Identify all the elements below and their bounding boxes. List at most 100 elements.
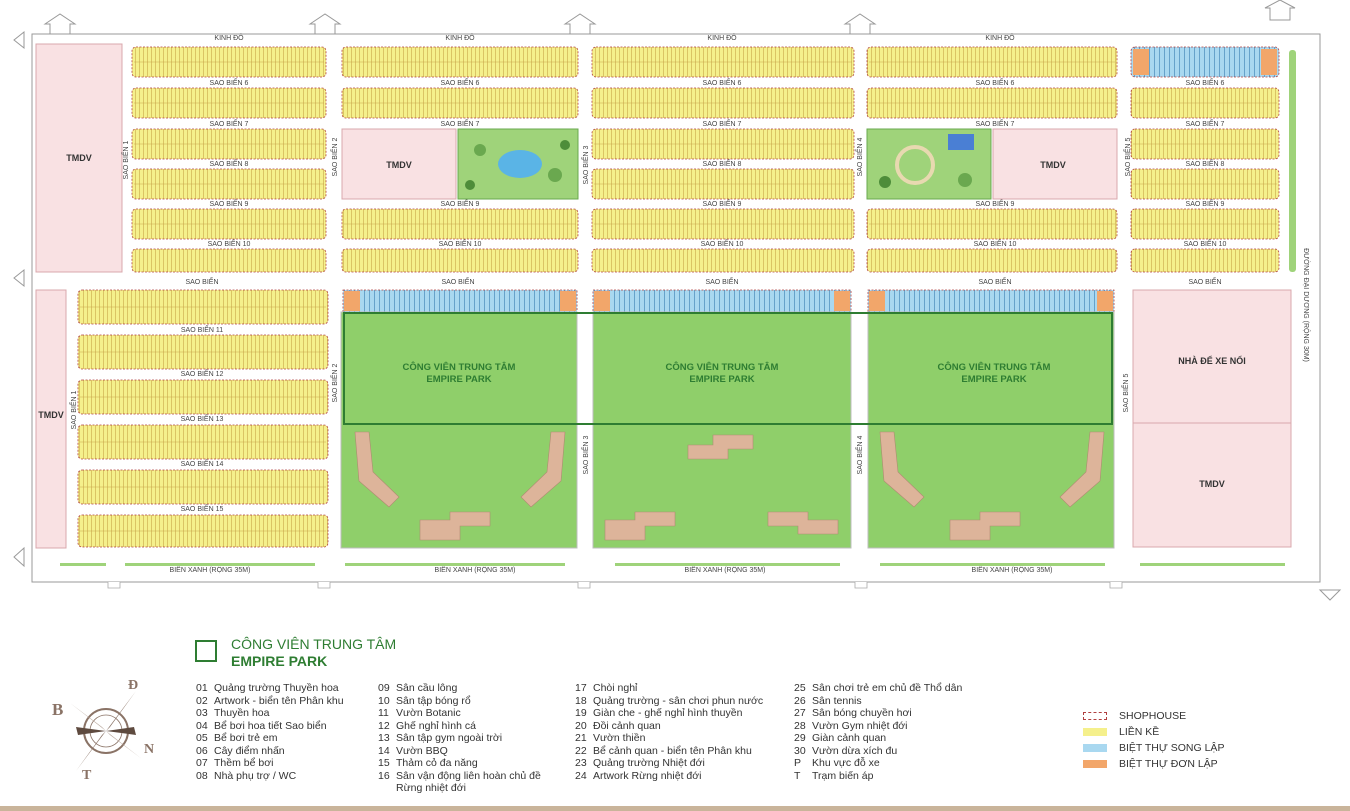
amenity-item: 01 Quảng trường Thuyền hoa xyxy=(196,682,339,694)
compass-west: B xyxy=(52,700,63,719)
road-sao-bien: SAO BIỂN xyxy=(441,277,474,286)
road-sao-bien-7: SAO BIỂN 7 xyxy=(210,119,249,128)
amenity-number: 24 xyxy=(575,769,587,782)
amenity-label: Ghế nghỉ hình cá xyxy=(396,719,476,732)
road-sao-bien-9: SAO BIỂN 9 xyxy=(441,199,480,208)
amenity-number: 30 xyxy=(794,744,806,757)
amenity-label: Sân tennis xyxy=(812,694,862,707)
road-sao-bien-6: SAO BIỂN 6 xyxy=(976,78,1015,87)
road-sao-bien-10: SAO BIỂN 10 xyxy=(208,239,251,248)
park-subtitle: EMPIRE PARK xyxy=(961,374,1026,385)
tmdv-zone-left-bottom[interactable]: TMDV xyxy=(35,289,67,549)
amenity-label: Bể bơi trẻ em xyxy=(214,732,278,744)
road-sao-bien-5: SAO BIỂN 5 xyxy=(1123,137,1132,176)
road-sao-bien-6: SAO BIỂN 6 xyxy=(703,78,742,87)
amenity-item: 13 Sân tập gym ngoài trời xyxy=(378,732,502,744)
tmdv-zone-center-left[interactable]: TMDV xyxy=(341,128,457,200)
villa-strips xyxy=(342,289,1115,313)
category-label: LIỀN KỀ xyxy=(1119,726,1160,738)
amenity-item: 05 Bể bơi trẻ em xyxy=(196,732,278,744)
amenity-label: Artwork Rừng nhiệt đới xyxy=(593,769,702,782)
amenity-number: 23 xyxy=(575,757,587,769)
amenity-label: Sân bóng chuyền hơi xyxy=(812,707,912,719)
amenity-label: Quảng trường Thuyền hoa xyxy=(214,682,339,694)
amenity-item: 07 Thềm bể bơi xyxy=(196,757,273,769)
amenity-label: Sân chơi trẻ em chủ đề Thổ dân xyxy=(812,682,963,694)
road-sao-bien-8: SAO BIỂN 8 xyxy=(703,159,742,168)
garden-east[interactable] xyxy=(866,128,992,200)
garden-west[interactable] xyxy=(457,128,579,200)
road-sao-bien: SAO BIỂN xyxy=(1188,277,1221,286)
category-label: BIỆT THỰ ĐƠN LẬP xyxy=(1119,758,1218,770)
amenity-number: 01 xyxy=(196,682,208,694)
amenity-number: 05 xyxy=(196,732,208,744)
amenity-item: 25 Sân chơi trẻ em chủ đề Thổ dân xyxy=(794,682,962,694)
amenity-number: 08 xyxy=(196,769,208,782)
road-sao-bien-8: SAO BIỂN 8 xyxy=(210,159,249,168)
amenity-number: T xyxy=(794,769,801,782)
amenity-number: 07 xyxy=(196,757,208,769)
tmdv-zone-right[interactable]: TMDV xyxy=(1132,422,1292,548)
amenity-label: Nhà phụ trợ / WC xyxy=(214,769,297,782)
road-sao-bien-10: SAO BIỂN 10 xyxy=(439,239,482,248)
amenity-number: 21 xyxy=(575,732,587,744)
road-sao-bien-1: SAO BIỂN 1 xyxy=(69,390,78,429)
road-sao-bien-2: SAO BIỂN 2 xyxy=(330,363,339,402)
amenity-number: 22 xyxy=(575,744,587,757)
road-sao-bien-9: SAO BIỂN 9 xyxy=(703,199,742,208)
road-sao-bien: SAO BIỂN xyxy=(705,277,738,286)
road-sao-bien-9: SAO BIỂN 9 xyxy=(976,199,1015,208)
amenity-label: Trạm biến áp xyxy=(812,769,874,782)
amenity-number: 16 xyxy=(378,769,390,782)
amenity-label: Thảm cỏ đa năng xyxy=(396,757,478,769)
park-east[interactable]: CÔNG VIÊN TRUNG TÂM EMPIRE PARK xyxy=(867,311,1115,549)
road-kinh-do: KINH ĐÔ xyxy=(707,33,737,42)
amenity-number: 09 xyxy=(378,682,390,694)
road-dai-duong: ĐƯỜNG ĐẠI DƯƠNG (RỘNG 30M) xyxy=(1302,248,1311,362)
empire-park-legend-box xyxy=(195,640,217,662)
road-bien-xanh: BIỂN XANH (RỘNG 35M) xyxy=(685,565,766,574)
amenity-label: Thềm bể bơi xyxy=(214,757,274,769)
housing-blocks xyxy=(77,46,1280,548)
road-sao-bien-15: SAO BIỂN 15 xyxy=(181,504,224,513)
tmdv-zone-left-top[interactable]: TMDV xyxy=(35,43,123,273)
amenity-number: 12 xyxy=(378,719,390,732)
amenity-item: Rừng nhiệt đới xyxy=(378,782,466,794)
tmdv-label: TMDV xyxy=(1040,160,1066,170)
road-sao-bien-7: SAO BIỂN 7 xyxy=(703,119,742,128)
road-sao-bien-4: SAO BIỂN 4 xyxy=(855,435,864,474)
amenity-item: 12 Ghế nghỉ hình cá xyxy=(378,720,476,732)
amenity-label: Bể bơi hoa tiết Sao biển xyxy=(214,719,327,732)
park-center[interactable]: CÔNG VIÊN TRUNG TÂM EMPIRE PARK xyxy=(592,311,852,549)
road-sao-bien: SAO BIỂN xyxy=(185,277,218,286)
road-sao-bien-9: SAO BIỂN 9 xyxy=(1186,199,1225,208)
amenity-label: Sân tập gym ngoài trời xyxy=(396,732,503,744)
entrance-arrows xyxy=(13,0,1342,601)
amenity-label: Quảng trường - sân chơi phun nước xyxy=(593,694,764,707)
park-west[interactable]: CÔNG VIÊN TRUNG TÂM EMPIRE PARK xyxy=(340,311,578,549)
road-sao-bien-8: SAO BIỂN 8 xyxy=(1186,159,1225,168)
site-boundary xyxy=(31,33,1321,583)
tmdv-label: TMDV xyxy=(38,410,64,420)
road-sao-bien-13: SAO BIỂN 13 xyxy=(181,414,224,423)
parking-zone[interactable]: NHÀ ĐỂ XE NỔI xyxy=(1132,289,1292,424)
amenity-label: Artwork - biển tên Phân khu xyxy=(214,694,344,707)
amenity-number: 13 xyxy=(378,732,390,744)
tmdv-zone-center-right[interactable]: TMDV xyxy=(992,128,1118,200)
amenity-number: 25 xyxy=(794,682,806,694)
amenity-number: 02 xyxy=(196,694,208,707)
amenity-item: 02 Artwork - biển tên Phân khu xyxy=(196,695,344,707)
road-sao-bien-6: SAO BIỂN 6 xyxy=(441,78,480,87)
road-sao-bien-4: SAO BIỂN 4 xyxy=(855,137,864,176)
amenity-number: 29 xyxy=(794,732,806,744)
